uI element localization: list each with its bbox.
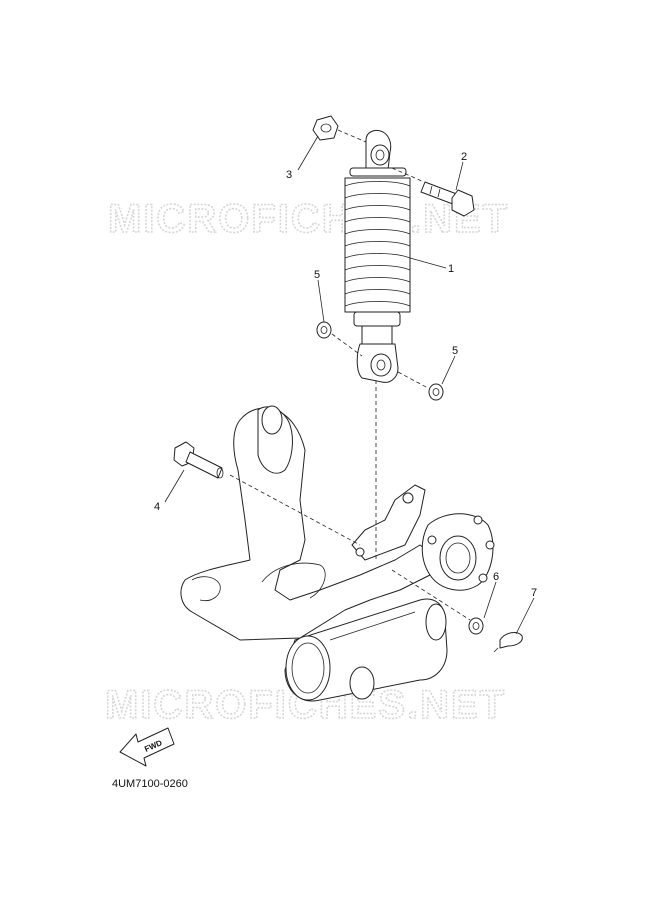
swing-arm bbox=[180, 405, 495, 702]
washer-left bbox=[316, 321, 332, 339]
watermark-top: MICROFICHES.NET bbox=[108, 197, 509, 241]
callout-5-right: 5 bbox=[452, 345, 458, 357]
callout-2: 2 bbox=[461, 151, 467, 163]
washer-right bbox=[428, 383, 444, 401]
callout-1: 1 bbox=[448, 263, 454, 275]
cotter-pin bbox=[493, 632, 523, 653]
fwd-arrow-icon: FWD bbox=[119, 727, 175, 767]
shock-absorber bbox=[344, 129, 411, 383]
alignment-line-bolt bbox=[229, 474, 361, 546]
callout-3: 3 bbox=[286, 169, 292, 181]
washer-axle bbox=[468, 617, 484, 635]
callout-6: 6 bbox=[493, 571, 499, 583]
leader-lines bbox=[164, 135, 535, 635]
callout-4: 4 bbox=[154, 501, 160, 513]
pivot-bolt bbox=[173, 441, 224, 479]
bolt-upper bbox=[420, 181, 475, 217]
diagram-code: 4UM7100-0260 bbox=[112, 778, 188, 790]
callout-7: 7 bbox=[531, 587, 537, 599]
callout-5-left: 5 bbox=[314, 269, 320, 281]
alignment-line-washer bbox=[391, 569, 471, 621]
nut-upper bbox=[312, 115, 339, 141]
